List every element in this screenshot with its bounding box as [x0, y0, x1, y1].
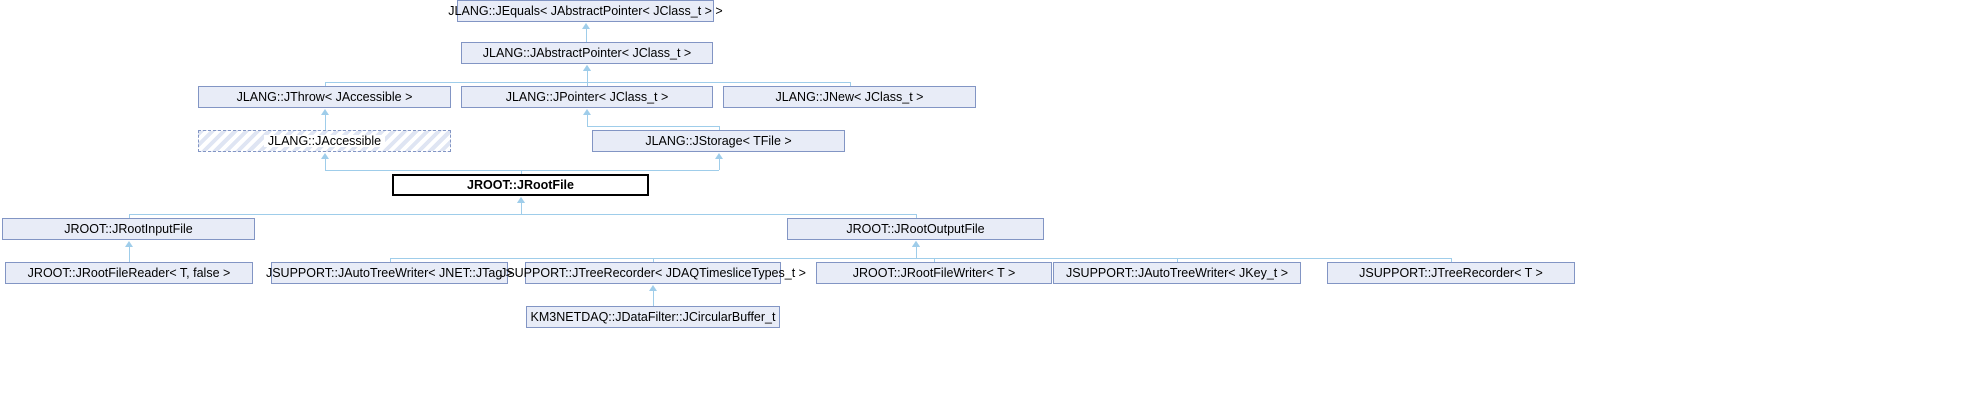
edge-jnew-to-jabstractpointer-arrowhead — [583, 65, 591, 71]
class-node-label: JLANG::JAccessible — [263, 135, 386, 148]
class-node-label: JROOT::JRootInputFile — [64, 221, 193, 236]
edge-jthrow-to-jabstractpointer-h — [325, 82, 587, 83]
class-node-label: JSUPPORT::JAutoTreeWriter< JKey_t > — [1065, 265, 1289, 280]
edge-jautotreewriter-jnet-to-jrootoutputfile-v2 — [390, 258, 391, 262]
class-node-jautotreewriter-jkey[interactable]: JSUPPORT::JAutoTreeWriter< JKey_t > — [1053, 262, 1301, 284]
class-node-jtreerecorder-daq[interactable]: JSUPPORT::JTreeRecorder< JDAQTimesliceTy… — [500, 262, 806, 284]
edge-jautotreewriter-jkey-to-jrootoutputfile-v2 — [1177, 258, 1178, 262]
edge-jcircularbuffer-to-jtreerecorder-daq-arrowhead — [649, 285, 657, 291]
class-node-label: JROOT::JRootOutputFile — [846, 221, 985, 236]
edge-jcircularbuffer-to-jtreerecorder-daq-v — [653, 290, 654, 306]
edge-jrootfile-to-jstorage-v1 — [719, 158, 720, 170]
edge-jnew-to-jabstractpointer-h — [587, 82, 850, 83]
edge-jtreerecorder-t-to-jrootoutputfile-arrowhead — [912, 241, 920, 247]
class-node-jpointer[interactable]: JLANG::JPointer< JClass_t > — [461, 86, 713, 108]
edge-jrootoutputfile-to-jrootfile-arrowhead — [517, 197, 525, 203]
edge-jaccessible-to-jthrow-v — [325, 114, 326, 130]
edge-jabstractpointer-to-jequals-arrowhead — [582, 23, 590, 29]
edge-jaccessible-to-jthrow-arrowhead — [321, 109, 329, 115]
class-node-label: JSUPPORT::JTreeRecorder< T > — [1359, 265, 1543, 280]
class-node-jabstractpointer[interactable]: JLANG::JAbstractPointer< JClass_t > — [461, 42, 713, 64]
class-node-jaccessible[interactable]: JLANG::JAccessible — [198, 130, 451, 152]
class-node-jtreerecorder-t[interactable]: JSUPPORT::JTreeRecorder< T > — [1327, 262, 1575, 284]
edge-jnew-to-jabstractpointer-v1 — [587, 70, 588, 82]
edge-jstorage-to-jpointer-v1 — [587, 114, 588, 126]
class-node-label: JROOT::JRootFile — [467, 177, 574, 192]
class-node-label: JSUPPORT::JTreeRecorder< JDAQTimesliceTy… — [500, 265, 806, 280]
edge-jrootfile-to-jstorage-v2 — [521, 170, 522, 174]
edge-jrootoutputfile-to-jrootfile-v1 — [521, 202, 522, 214]
class-node-label: JROOT::JRootFileReader< T, false > — [27, 265, 231, 280]
edge-jnew-to-jabstractpointer-v2 — [850, 82, 851, 86]
class-node-label: JLANG::JThrow< JAccessible > — [236, 89, 413, 104]
class-node-label: JROOT::JRootFileWriter< T > — [852, 265, 1016, 280]
class-node-jrootfilereader[interactable]: JROOT::JRootFileReader< T, false > — [5, 262, 253, 284]
class-node-label: JLANG::JEquals< JAbstractPointer< JClass… — [448, 3, 723, 18]
class-node-jthrow[interactable]: JLANG::JThrow< JAccessible > — [198, 86, 451, 108]
class-node-jrootfile[interactable]: JROOT::JRootFile — [392, 174, 649, 196]
class-node-jrootoutputfile[interactable]: JROOT::JRootOutputFile — [787, 218, 1044, 240]
class-node-jrootinputfile[interactable]: JROOT::JRootInputFile — [2, 218, 255, 240]
edge-jabstractpointer-to-jequals-v — [586, 28, 587, 42]
class-node-jautotreewriter-jnet[interactable]: JSUPPORT::JAutoTreeWriter< JNET::JTag > — [266, 262, 513, 284]
edge-jstorage-to-jpointer-arrowhead — [583, 109, 591, 115]
edge-jrootoutputfile-to-jrootfile-h — [521, 214, 916, 215]
class-node-label: KM3NETDAQ::JDataFilter::JCircularBuffer_… — [530, 309, 776, 324]
edge-jrootfile-to-jstorage-h — [521, 170, 719, 171]
class-node-jcircularbuffer[interactable]: KM3NETDAQ::JDataFilter::JCircularBuffer_… — [526, 306, 780, 328]
edge-jrootfile-to-jstorage-arrowhead — [715, 153, 723, 159]
edge-jrootfile-to-jaccessible-v1 — [325, 158, 326, 170]
edge-jstorage-to-jpointer-v2 — [719, 126, 720, 130]
edge-jrootfilereader-to-jrootinputfile-v — [129, 246, 130, 262]
edge-jthrow-to-jabstractpointer-v2 — [325, 82, 326, 86]
edge-jtreerecorder-t-to-jrootoutputfile-h — [916, 258, 1451, 259]
edge-jtreerecorder-t-to-jrootoutputfile-v2 — [1451, 258, 1452, 262]
edge-jrootfile-to-jaccessible-h — [325, 170, 521, 171]
class-node-jnew[interactable]: JLANG::JNew< JClass_t > — [723, 86, 976, 108]
edge-jrootfilewriter-to-jrootoutputfile-v2 — [934, 258, 935, 262]
class-node-jstorage[interactable]: JLANG::JStorage< TFile > — [592, 130, 845, 152]
edge-jrootoutputfile-to-jrootfile-v2 — [916, 214, 917, 218]
edge-jtreerecorder-daq-to-jrootoutputfile-v2 — [653, 258, 654, 262]
edge-jstorage-to-jpointer-h — [587, 126, 719, 127]
class-node-label: JLANG::JAbstractPointer< JClass_t > — [482, 45, 692, 60]
class-node-label: JLANG::JStorage< TFile > — [645, 133, 792, 148]
edge-jrootfile-to-jaccessible-arrowhead — [321, 153, 329, 159]
class-node-jequals[interactable]: JLANG::JEquals< JAbstractPointer< JClass… — [448, 0, 723, 22]
edge-jtreerecorder-daq-to-jrootoutputfile-h — [653, 258, 916, 259]
class-node-label: JLANG::JPointer< JClass_t > — [505, 89, 669, 104]
class-node-jrootfilewriter[interactable]: JROOT::JRootFileWriter< T > — [816, 262, 1052, 284]
edge-jrootfilereader-to-jrootinputfile-arrowhead — [125, 241, 133, 247]
class-node-label: JSUPPORT::JAutoTreeWriter< JNET::JTag > — [265, 265, 514, 280]
class-node-label: JLANG::JNew< JClass_t > — [775, 89, 924, 104]
edge-jrootinputfile-to-jrootfile-v2 — [129, 214, 130, 218]
edge-jtreerecorder-t-to-jrootoutputfile-v1 — [916, 246, 917, 258]
edge-jrootinputfile-to-jrootfile-h — [129, 214, 521, 215]
